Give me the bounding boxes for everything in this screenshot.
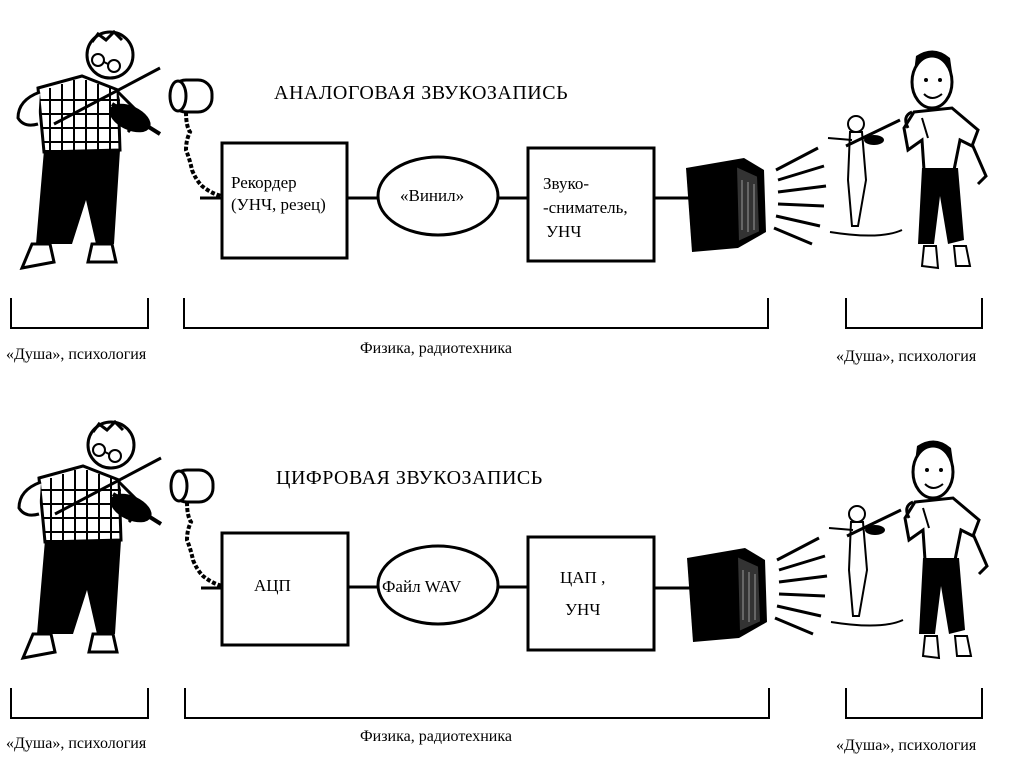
digital-caption-center: Физика, радиотехника — [360, 728, 512, 745]
digital-dac-line-2: УНЧ — [565, 600, 601, 619]
analog-caption-left: «Душа», психология — [6, 346, 147, 363]
analog-pickup-line-2: -сниматель, — [543, 198, 628, 217]
digital-title: ЦИФРОВАЯ ЗВУКОЗАПИСЬ — [276, 467, 543, 489]
analog-bracket-right — [845, 298, 983, 329]
analog-bracket-center — [183, 298, 769, 329]
analog-bracket-left — [10, 298, 149, 329]
analog-pickup-line-3: УНЧ — [546, 222, 582, 241]
digital-caption-right: «Душа», психология — [836, 737, 977, 754]
digital-medium-label: Файл WAV — [382, 577, 462, 596]
digital-adc-box — [220, 531, 350, 647]
analog-pickup-line-1: Звуко- — [543, 174, 590, 193]
analog-caption-center: Физика, радиотехника — [360, 340, 512, 357]
analog-pickup-label: Звуко- -сниматель, УНЧ — [543, 172, 628, 244]
analog-recorder-box — [220, 141, 349, 260]
digital-dac-line-1: ЦАП , — [560, 568, 606, 587]
analog-section — [10, 32, 986, 329]
digital-bracket-left — [10, 688, 149, 719]
digital-adc-label: АЦП — [254, 576, 291, 595]
analog-title: АНАЛОГОВАЯ ЗВУКОЗАПИСЬ — [274, 82, 569, 104]
analog-pickup-box — [526, 146, 656, 263]
digital-dac-box — [526, 535, 656, 652]
analog-medium-ellipse — [376, 155, 500, 237]
analog-medium-label: «Винил» — [400, 186, 465, 205]
analog-illustrations — [18, 32, 986, 268]
digital-bracket-center — [184, 688, 770, 719]
digital-medium-ellipse — [376, 544, 500, 626]
analog-recorder-line-1: Рекордер — [231, 173, 297, 192]
digital-illustrations — [19, 422, 987, 658]
digital-dac-label: ЦАП , УНЧ — [560, 562, 605, 626]
digital-bracket-right — [845, 688, 983, 719]
digital-caption-left: «Душа», психология — [6, 735, 147, 752]
digital-section — [10, 422, 987, 719]
analog-recorder-label: Рекордер (УНЧ, резец) — [231, 172, 326, 216]
analog-caption-right: «Душа», психология — [836, 348, 977, 365]
analog-recorder-line-2: (УНЧ, резец) — [231, 195, 326, 214]
